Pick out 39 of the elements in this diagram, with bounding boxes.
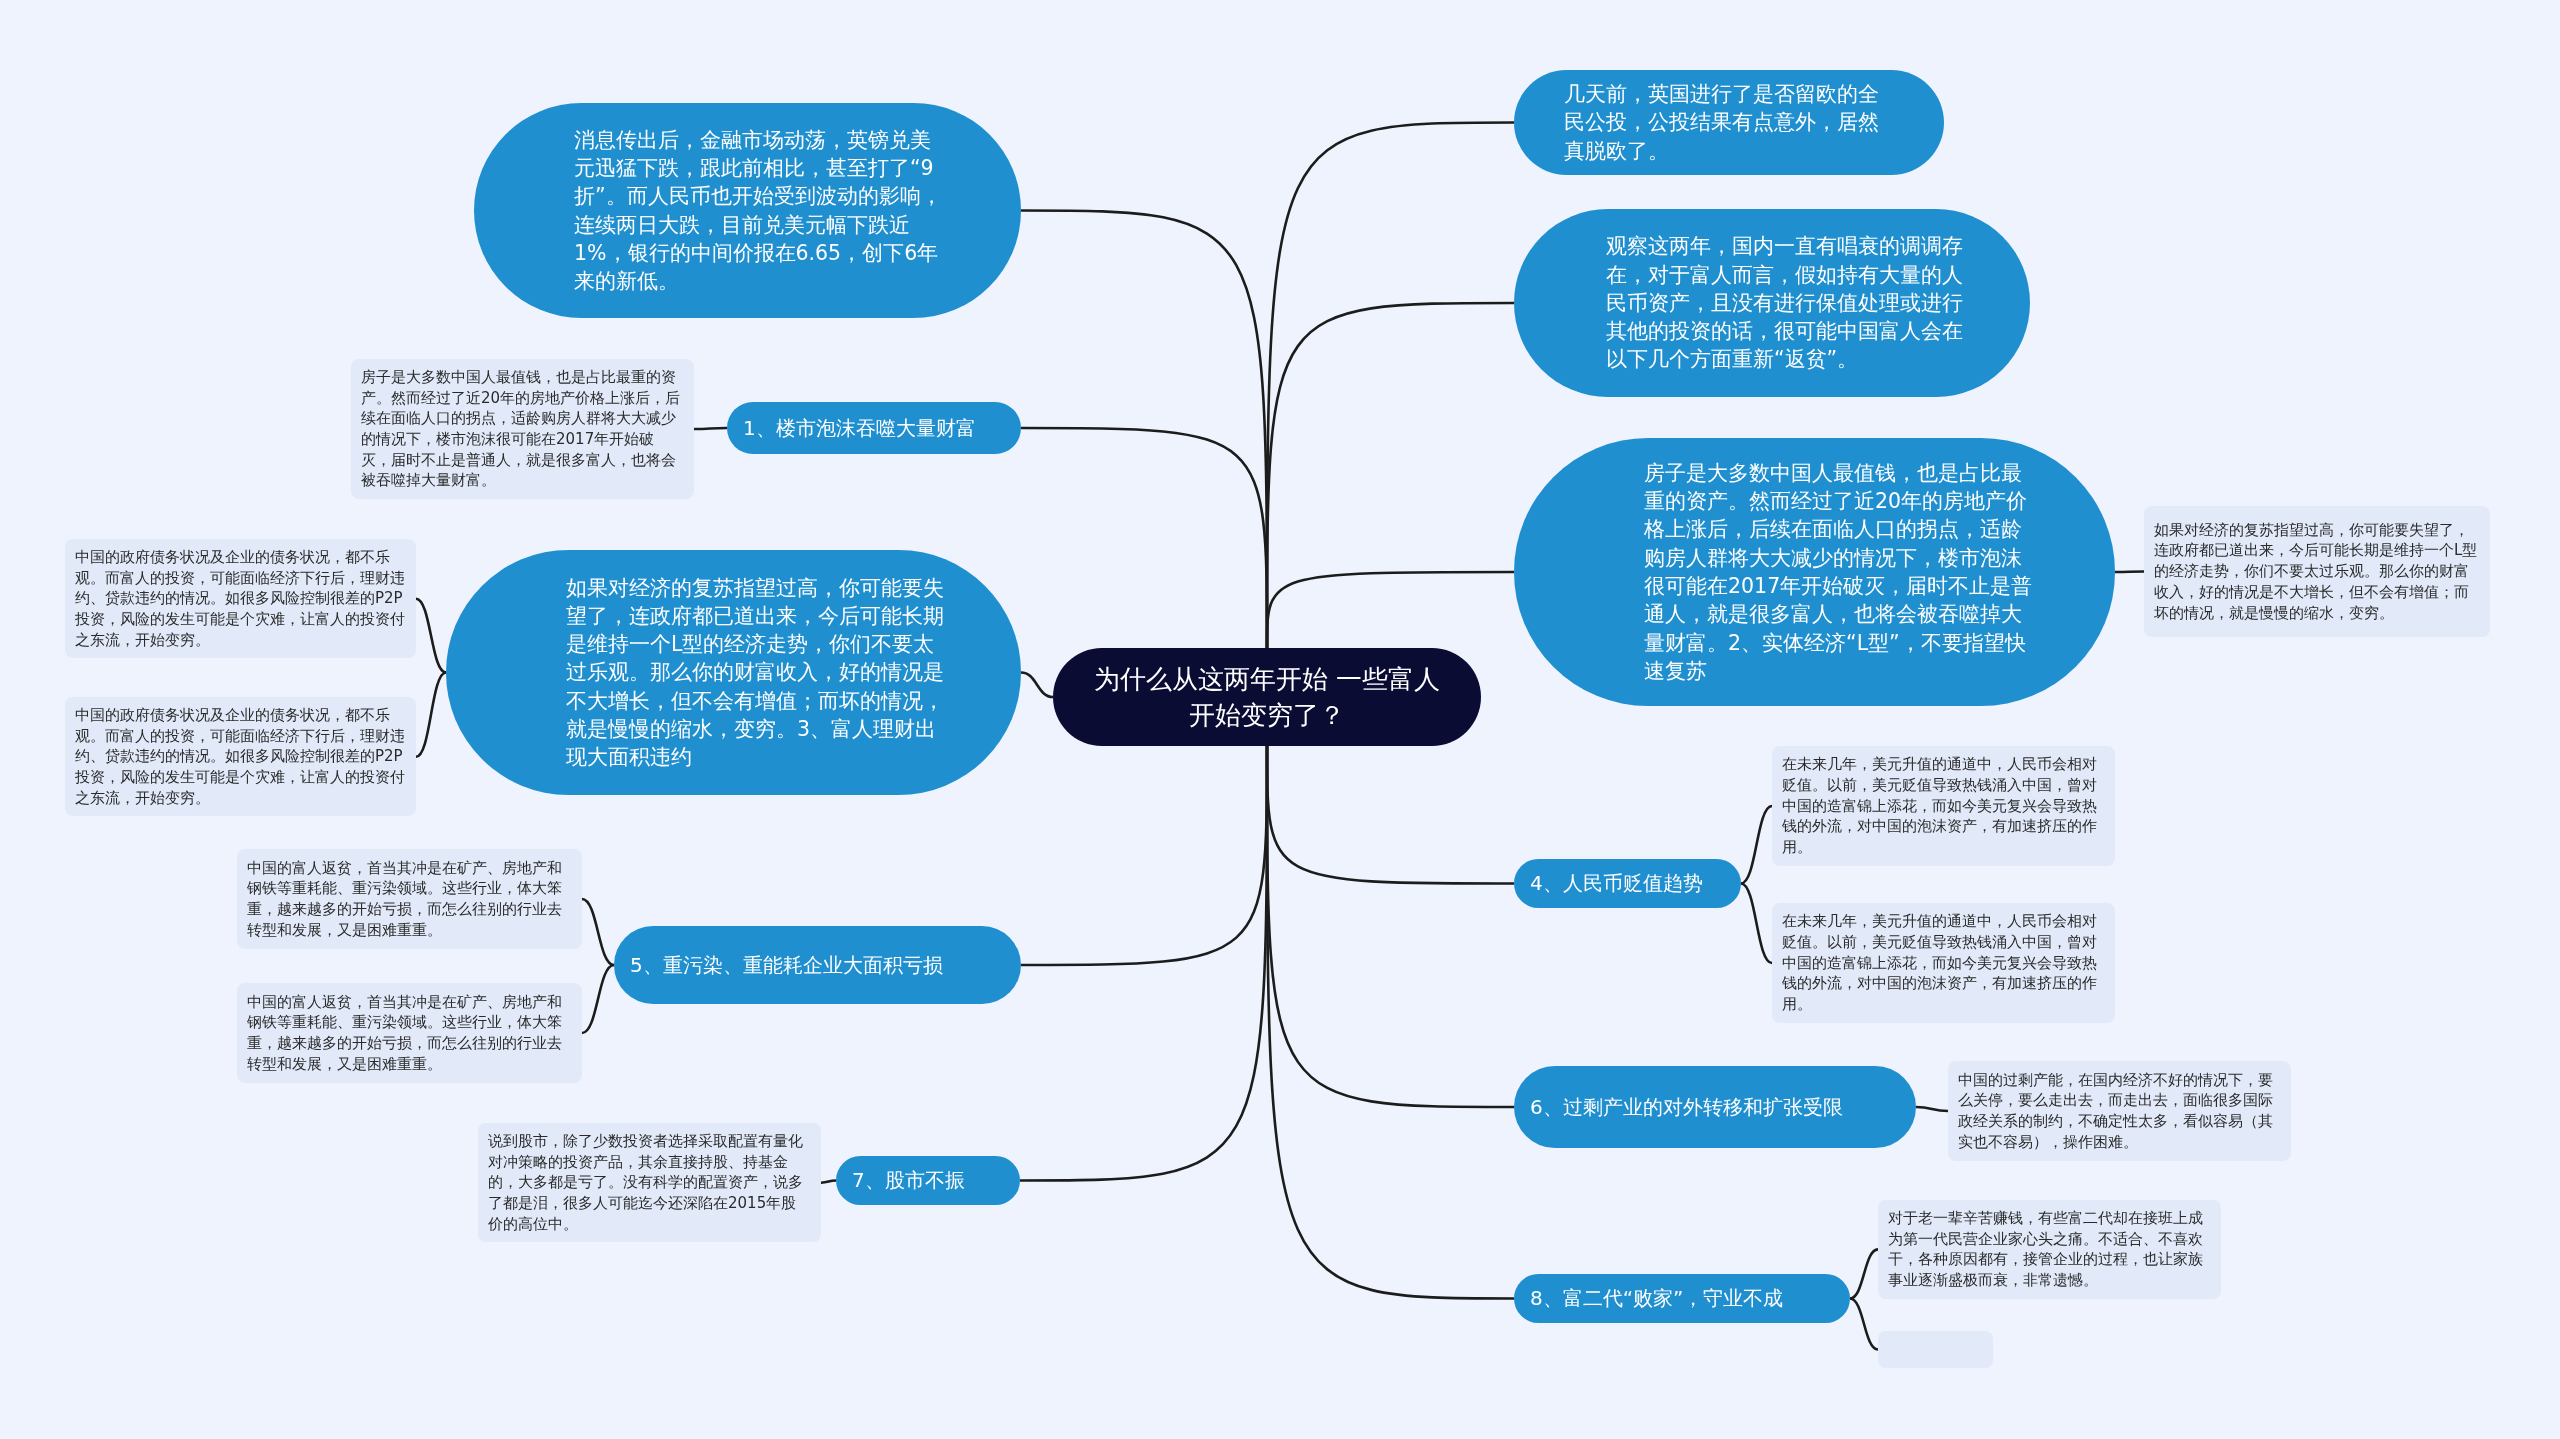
connector-line [581,963,615,1035]
note-box: 在未来几年，美元升值的通道中，人民币会相对贬值。以前，美元贬值导致热钱涌入中国，曾对中国的造富锦上添花，而如今美元复兴会导致热钱的外流，对中国的泡沫资产，有加速挤压的作用。 [1772,746,2115,866]
connector-line [1265,570,1514,648]
branch-topic: 8、富二代“败家”，守业不成 [1514,1274,1850,1323]
connector-line [581,897,615,967]
note-box: 如果对经济的复苏指望过高，你可能要失望了，连政府都已道出来，今后可能长期是维持一个L型的经济走势，你们不要太过乐观。那么你的财富收入，好的情况是不大增长，但不会有增值；而坏的情况，就是慢慢的缩水，变穷。 [2144,506,2490,637]
note-box: 中国的富人返贫，首当其冲是在矿产、房地产和钢铁等重耗能、重污染领域。这些行业，体大笨重，越来越多的开始亏损，而怎么往别的行业去转型和发展，又是困难重重。 [237,849,582,949]
topic-bubble: 观察这两年，国内一直有唱衰的调调存在，对于富人而言，假如持有大量的人民币资产，且没有进行保值处理或进行其他的投资的话，很可能中国富人会在以下几个方面重新“返贫”。 [1514,209,2030,397]
connector-line [1020,671,1054,699]
connector-line [415,597,447,674]
connector-line [820,1179,837,1184]
note-box: 中国的政府债务状况及企业的债务状况，都不乐观。而富人的投资，可能面临经济下行后，理财违约、贷款违约的情况。如很多风险控制很差的P2P投资，风险的发生可能是个灾难，让富人的投资付之东流，开始变穷。 [65,697,416,817]
branch-topic: 7、股市不振 [836,1156,1020,1205]
connector-line [1740,804,1773,885]
topic-bubble: 房子是大多数中国人最值钱，也是占比最重的资产。然而经过了近20年的房地产价格上涨后，后续在面临人口的拐点，适龄购房人群将大大减少的情况下，楼市泡沫很可能在2017年开始破灭，届时不止是普通人，就是很多富人，也将会被吞噬掉大量财富。2、实体经济“L型”，不要指望快速复苏 [1514,438,2115,706]
topic-bubble: 如果对经济的复苏指望过高，你可能要失望了，连政府都已道出来，今后可能长期是维持一个L型的经济走势，你们不要太过乐观。那么你的财富收入，好的情况是不大增长，但不会有增值；而坏的情况，就是慢慢的缩水，变穷。3、富人理财出现大面积违约 [446,550,1021,795]
topic-bubble: 消息传出后，金融市场动荡，英镑兑美元迅猛下跌，跟此前相比，甚至打了“9折”。而人民币也开始受到波动的影响，连续两日大跌，目前兑美元幅下跌近1%，银行的中间价报在6.65，创下6年来的新低。 [474,103,1021,318]
note-box: 说到股市，除了少数投资者选择采取配置有量化对冲策略的投资产品，其余直接持股、持基金的，大多都是亏了。没有科学的配置资产，说多了都是泪，很多人可能迄今还深陷在2015年股价的高位中。 [478,1123,821,1243]
topic-bubble: 几天前，英国进行了是否留欧的全民公投，公投结果有点意外，居然真脱欧了。 [1514,70,1944,175]
connector-line [694,426,727,431]
branch-topic: 6、过剩产业的对外转移和扩张受限 [1514,1066,1916,1148]
connector-line [1740,882,1773,965]
connector-line [1915,1105,1949,1113]
note-box: 房子是大多数中国人最值钱，也是占比最重的资产。然而经过了近20年的房地产价格上涨后，后续在面临人口的拐点，适龄购房人群将大大减少的情况下，楼市泡沫很可能在2017年开始破灭，届时不止是普通人，就是很多富人，也将会被吞噬掉大量财富。 [351,359,694,500]
note-box: 中国的富人返贫，首当其冲是在矿产、房地产和钢铁等重耗能、重污染领域。这些行业，体大笨重，越来越多的开始亏损，而怎么往别的行业去转型和发展，又是困难重重。 [237,983,582,1083]
branch-topic: 1、楼市泡沫吞噬大量财富 [727,402,1021,454]
empty-box [1878,1331,1993,1368]
note-box: 中国的过剩产能，在国内经济不好的情况下，要么关停，要么走出去，而走出去，面临很多国际政经关系的制约，不确定性太多，看似容易（其实也不容易），操作困难。 [1948,1061,2291,1161]
branch-topic: 5、重污染、重能耗企业大面积亏损 [614,926,1021,1004]
note-box: 对于老一辈辛苦赚钱，有些富二代却在接班上成为第一代民营企业家心头之痛。不适合、不喜欢干，各种原因都有，接管企业的过程，也让家族事业逐渐盛极而衰，非常遗憾。 [1878,1200,2221,1299]
connector-line [1849,1297,1879,1351]
central-topic: 为什么从这两年开始 一些富人开始变穷了？ [1053,648,1481,746]
note-box: 中国的政府债务状况及企业的债务状况，都不乐观。而富人的投资，可能面临经济下行后，理财违约、贷款违约的情况。如很多风险控制很差的P2P投资，风险的发生可能是个灾难，让富人的投资付之东流，开始变穷。 [65,539,416,659]
branch-topic: 4、人民币贬值趋势 [1514,859,1741,908]
connector-line [1849,1248,1879,1300]
connector-line [415,671,447,758]
connector-line [1265,746,1514,1300]
connector-line [2115,570,2144,574]
note-box: 在未来几年，美元升值的通道中，人民币会相对贬值。以前，美元贬值导致热钱涌入中国，曾对中国的造富锦上添花，而如今美元复兴会导致热钱的外流，对中国的泡沫资产，有加速挤压的作用。 [1772,903,2115,1023]
